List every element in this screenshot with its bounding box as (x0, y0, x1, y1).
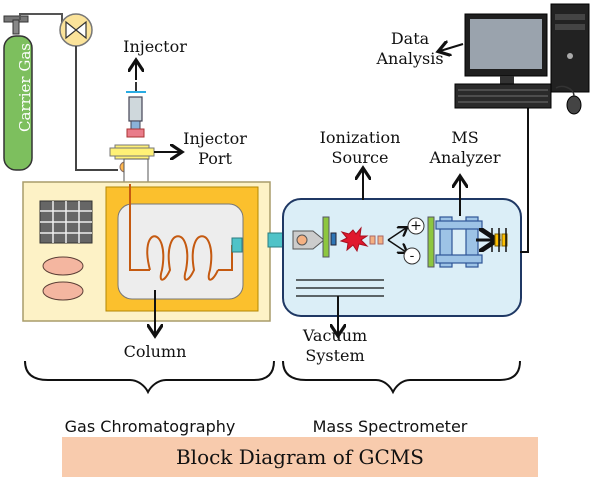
gc-keypad (39, 200, 93, 244)
diagram-title: Block Diagram of GCMS (175, 445, 425, 469)
ion-path-minus (387, 239, 406, 252)
ms-bracket (282, 360, 521, 395)
data-analysis-label: Data Analysis (365, 29, 455, 69)
detector-plates (491, 228, 508, 252)
gc-button-2 (42, 281, 84, 301)
ms-inlet (292, 230, 325, 250)
ion-minus-circle (403, 247, 421, 265)
data-analysis-label-line1: Data (390, 29, 430, 48)
injector-port-label-line1: Injector (183, 129, 247, 148)
ionization-source-label-line2: Source (331, 148, 389, 167)
gc-oven-interior (117, 203, 244, 300)
ms-to-computer-cable (520, 108, 529, 253)
gas-chromatography-label: Gas Chromatography (64, 417, 236, 436)
data-analysis-label-line2: Analysis (376, 49, 444, 68)
ion-lens-2 (330, 232, 337, 246)
vacuum-system-label: Vacuum System (290, 326, 380, 366)
ionization-source-label-line1: Ionization (319, 128, 401, 147)
ionization-source-label: Ionization Source (305, 128, 415, 168)
ionization-burst (339, 226, 369, 253)
injector-port-label-line2: Port (198, 149, 232, 168)
injector-syringe (126, 82, 146, 138)
ms-analyzer-label-line2: Analyzer (429, 148, 501, 167)
column-outlet (231, 237, 243, 253)
injector-port-label: Injector Port (170, 129, 260, 169)
ms-analyzer-quadrupole (435, 216, 483, 268)
injector-label: Injector (123, 37, 187, 56)
ion-plus-sign: + (410, 218, 422, 234)
gas-line-to-injector (75, 46, 118, 171)
vacuum-lines (296, 279, 384, 297)
ms-analyzer-label-line1: MS (451, 128, 479, 147)
carrier-gas-cylinder (3, 15, 33, 171)
column-label: Column (123, 342, 187, 361)
gc-bracket (24, 360, 275, 395)
ion-path-plus (387, 228, 406, 241)
vacuum-system-label-line1: Vacuum (302, 326, 368, 345)
vacuum-system-label-line2: System (305, 346, 365, 365)
ion-minus-sign: - (409, 248, 415, 264)
ion-lens-1 (322, 216, 330, 258)
gc-button-1 (42, 256, 84, 276)
valve (59, 13, 93, 47)
ms-analyzer-label: MS Analyzer (420, 128, 510, 168)
ion-beam-2 (377, 235, 384, 245)
mass-spectrometer-label: Mass Spectrometer (312, 417, 468, 436)
injector-port (109, 144, 155, 184)
ion-plus-circle (407, 217, 425, 235)
column-line (129, 184, 150, 271)
title-bar: Block Diagram of GCMS (62, 437, 538, 477)
data-analysis-arrow (440, 44, 464, 51)
ion-beam-1 (369, 235, 376, 245)
ms-lens (427, 216, 435, 268)
carrier-gas-label: Carrier Gas (16, 43, 34, 132)
computer (454, 3, 590, 115)
